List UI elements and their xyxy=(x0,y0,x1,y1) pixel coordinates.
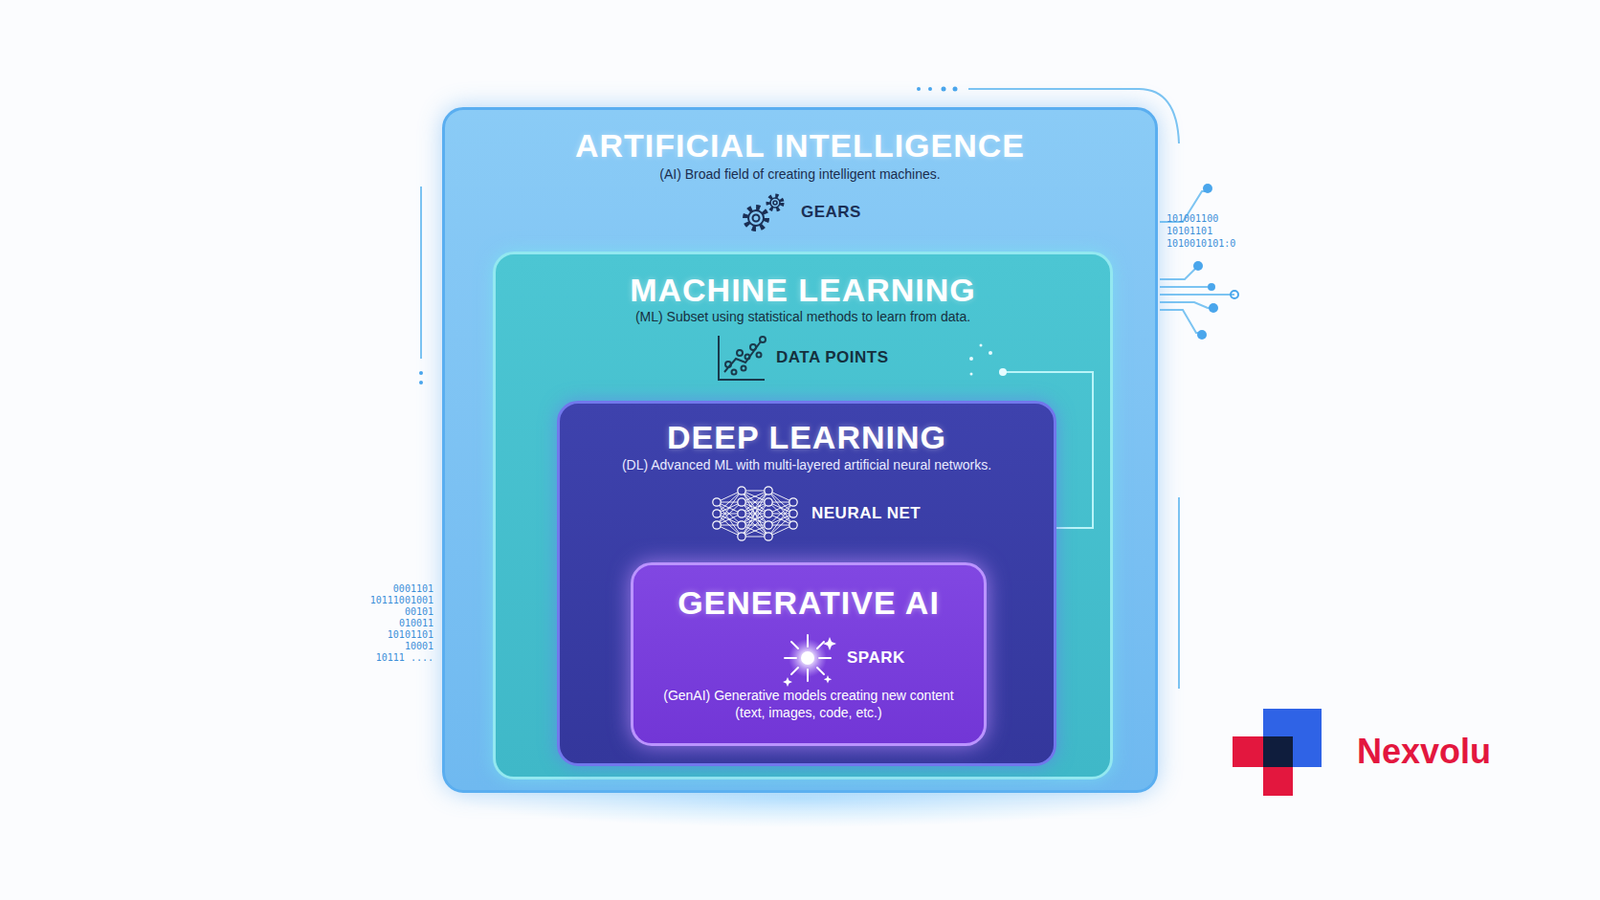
binary-text: 10101101 xyxy=(1166,225,1213,238)
box-description: (AI) Broad field of creating intelligent… xyxy=(444,165,1156,183)
box-title: GENERATIVE AI xyxy=(633,583,984,623)
box-title: MACHINE LEARNING xyxy=(495,270,1111,310)
icon-label: DATA POINTS xyxy=(776,347,889,369)
binary-text: 101001100 xyxy=(1166,213,1219,225)
genai-box: GENERATIVE AI SPARK (GenAI) Generative mod… xyxy=(630,562,987,747)
box-description: (DL) Advanced ML with multi-layered arti… xyxy=(559,456,1054,474)
dl-box: DEEP LEARNING(DL) Advanced ML with multi… xyxy=(556,400,1057,767)
binary-text: 010011 xyxy=(399,618,434,630)
binary-text: 10101101 xyxy=(387,629,434,642)
binary-text: 10001 xyxy=(404,641,434,653)
binary-text: 10111001001 xyxy=(370,595,434,607)
icon-label: SPARK xyxy=(846,647,906,669)
box-title: ARTIFICIAL INTELLIGENCE xyxy=(444,126,1156,165)
ai-box: ARTIFICIAL INTELLIGENCE(AI) Broad field … xyxy=(442,107,1158,794)
binary-text: 10111 .... xyxy=(376,652,434,665)
box-description: (ML) Subset using statistical methods to… xyxy=(495,308,1111,326)
ml-box: MACHINE LEARNING(ML) Subset using statis… xyxy=(492,251,1113,780)
binary-text: 0001101 xyxy=(393,583,434,596)
icon-label: GEARS xyxy=(800,201,862,223)
sparkle-dots xyxy=(969,344,1007,378)
brand-logo-text: Nexvolu xyxy=(1356,733,1491,772)
logo-mark xyxy=(1232,709,1322,797)
binary-text: 1010010101:0 xyxy=(1166,238,1236,250)
box-description: (GenAI) Generative models creating new c… xyxy=(655,687,962,722)
box-title: DEEP LEARNING xyxy=(559,418,1054,457)
icon-label: NEURAL NET xyxy=(811,503,921,525)
binary-text: 00101 xyxy=(404,606,434,619)
